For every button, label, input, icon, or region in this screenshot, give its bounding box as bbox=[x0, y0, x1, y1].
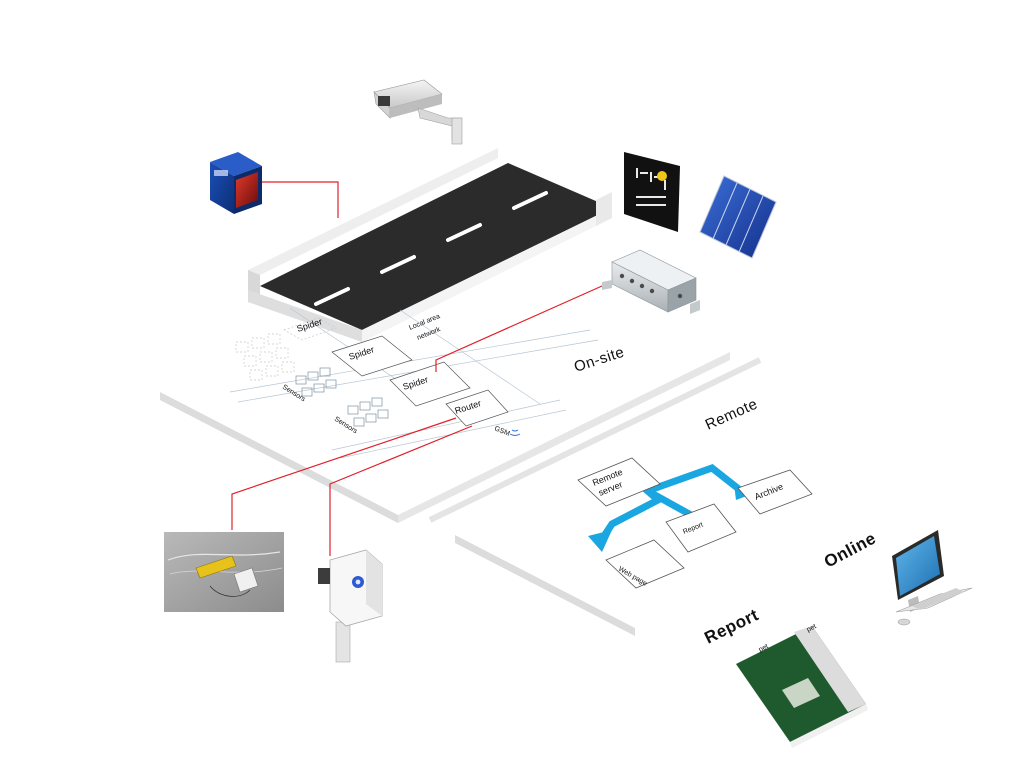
strain-gauge-photo bbox=[164, 532, 284, 612]
report-section-label: Report bbox=[701, 605, 761, 647]
road-section bbox=[248, 148, 612, 342]
gsm-antenna-icon bbox=[318, 549, 383, 663]
report-book-icon: pet pet bbox=[736, 623, 868, 748]
book-spine-logo: pet bbox=[806, 623, 818, 634]
laser-connector bbox=[262, 181, 339, 218]
antenna-connector bbox=[329, 425, 473, 556]
archive-box bbox=[737, 469, 813, 515]
online-section-label: Online bbox=[821, 529, 879, 572]
connector-lines bbox=[231, 181, 603, 556]
laser-sensor-icon bbox=[210, 152, 262, 214]
led-sign-icon bbox=[624, 152, 680, 232]
solar-panel-icon bbox=[699, 175, 777, 259]
onsite-schematic bbox=[229, 307, 599, 459]
remote-platform bbox=[428, 350, 1010, 636]
remote-server-box bbox=[577, 457, 661, 507]
gauge-connector bbox=[231, 417, 457, 530]
gsm-signal-icon bbox=[509, 429, 521, 436]
report-box bbox=[665, 503, 737, 553]
junction-connector bbox=[435, 285, 603, 372]
book-cover-logo: pet bbox=[758, 643, 770, 654]
junction-box-icon bbox=[602, 249, 700, 314]
desktop-computer-icon bbox=[892, 530, 973, 626]
web-page-box bbox=[605, 539, 685, 589]
remote-boxes bbox=[577, 457, 813, 589]
cctv-camera-icon bbox=[373, 79, 463, 145]
